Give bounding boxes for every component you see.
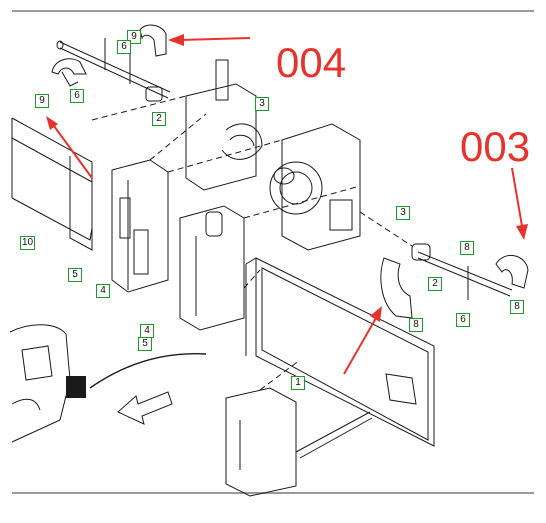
callout-10: 10 <box>20 236 36 250</box>
center-curved-blade <box>380 257 413 319</box>
callout-6-left: 6 <box>70 89 84 103</box>
callout-3-right: 3 <box>396 206 410 220</box>
right-gear-frame <box>269 123 361 251</box>
callout-8-blade: 8 <box>409 318 423 332</box>
callout-4-left: 4 <box>96 284 110 298</box>
callout-5-left: 5 <box>68 268 82 282</box>
callout-1-panel: 1 <box>291 376 305 390</box>
top-hook-bracket <box>139 24 167 57</box>
large-front-panel <box>245 257 435 447</box>
right-shaft <box>411 243 513 300</box>
callout-8-right-top: 8 <box>460 241 474 255</box>
callout-2-left: 2 <box>152 112 166 126</box>
callout-2-right: 2 <box>428 277 442 291</box>
annotation-label-003: 003 <box>460 123 531 170</box>
callout-9-left: 9 <box>35 94 49 108</box>
assembly-lines <box>91 95 413 391</box>
rotation-arc <box>89 353 207 389</box>
callout-8-right-bracket: 8 <box>510 300 524 314</box>
red-arrow-003 <box>511 167 523 227</box>
left-long-panel <box>11 117 93 251</box>
right-hook-bracket <box>495 255 529 289</box>
callout-5-center: 5 <box>138 337 152 351</box>
callout-4-center: 4 <box>140 324 154 338</box>
left-hook-bracket <box>51 58 87 87</box>
middle-upright-frame <box>185 59 263 191</box>
bottom-frame <box>225 373 417 497</box>
callout-3-upper: 3 <box>255 97 269 111</box>
red-arrow-blade <box>343 317 377 375</box>
red-arrows <box>46 34 528 375</box>
callout-6-right: 6 <box>456 313 470 327</box>
machine-silhouette <box>9 324 71 443</box>
red-arrow-004 <box>179 37 251 41</box>
upper-left-shaft <box>56 38 171 102</box>
callout-6-top: 6 <box>117 40 131 54</box>
black-block <box>66 376 86 398</box>
left-vertical-frame <box>111 159 169 293</box>
diagram-frame <box>12 10 534 494</box>
center-lower-frame <box>179 205 245 331</box>
annotation-label-004: 004 <box>276 39 347 86</box>
direction-arrow-icon <box>117 391 173 425</box>
red-arrow-panel <box>53 125 93 179</box>
